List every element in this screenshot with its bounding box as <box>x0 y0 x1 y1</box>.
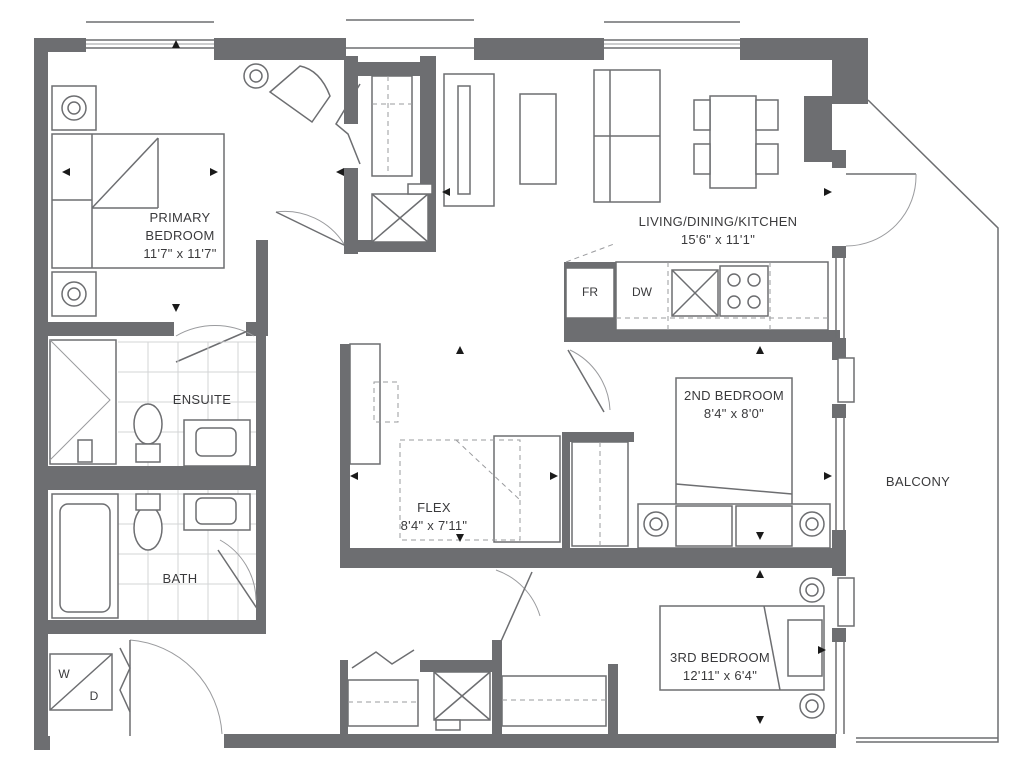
third-bedroom-name: 3RD BEDROOM <box>670 650 770 665</box>
living-room-dims: 15'6" x 11'1" <box>681 232 755 247</box>
room-labels: PRIMARY BEDROOM 11'7" x 11'7" LIVING/DIN… <box>58 210 950 703</box>
fridge-label: FR <box>582 285 598 299</box>
third-bedroom-furniture <box>659 577 825 719</box>
dishwasher-label: DW <box>632 285 653 299</box>
height-arrows <box>62 40 832 724</box>
entry-closets <box>335 75 433 243</box>
living-furniture <box>443 69 832 207</box>
balcony-outline <box>837 99 999 743</box>
living-room-name: LIVING/DINING/KITCHEN <box>639 214 798 229</box>
primary-bedroom-name-line1: PRIMARY <box>149 210 210 225</box>
flex-furniture <box>349 343 611 649</box>
windows <box>86 19 845 734</box>
flex-dims: 8'4" x 7'11" <box>401 518 468 533</box>
washer-label: W <box>58 667 70 681</box>
lower-closets <box>347 649 607 731</box>
kitchen <box>565 243 829 331</box>
bath-fixtures <box>51 490 259 620</box>
dryer-label: D <box>90 689 99 703</box>
second-bedroom-furniture <box>571 377 831 549</box>
primary-bedroom-name-line2: BEDROOM <box>145 228 214 243</box>
ensuite-name: ENSUITE <box>173 392 231 407</box>
primary-bedroom-furniture <box>51 63 347 363</box>
bath-name: BATH <box>163 571 198 586</box>
second-bedroom-dims: 8'4" x 8'0" <box>704 406 764 421</box>
laundry-entry <box>49 639 223 736</box>
balcony-name: BALCONY <box>886 474 950 489</box>
primary-bedroom-dims: 11'7" x 11'7" <box>143 246 216 261</box>
ensuite-fixtures <box>49 339 256 467</box>
second-bedroom-name: 2ND BEDROOM <box>684 388 784 403</box>
flex-name: FLEX <box>417 500 451 515</box>
third-bedroom-dims: 12'11" x 6'4" <box>683 668 757 683</box>
